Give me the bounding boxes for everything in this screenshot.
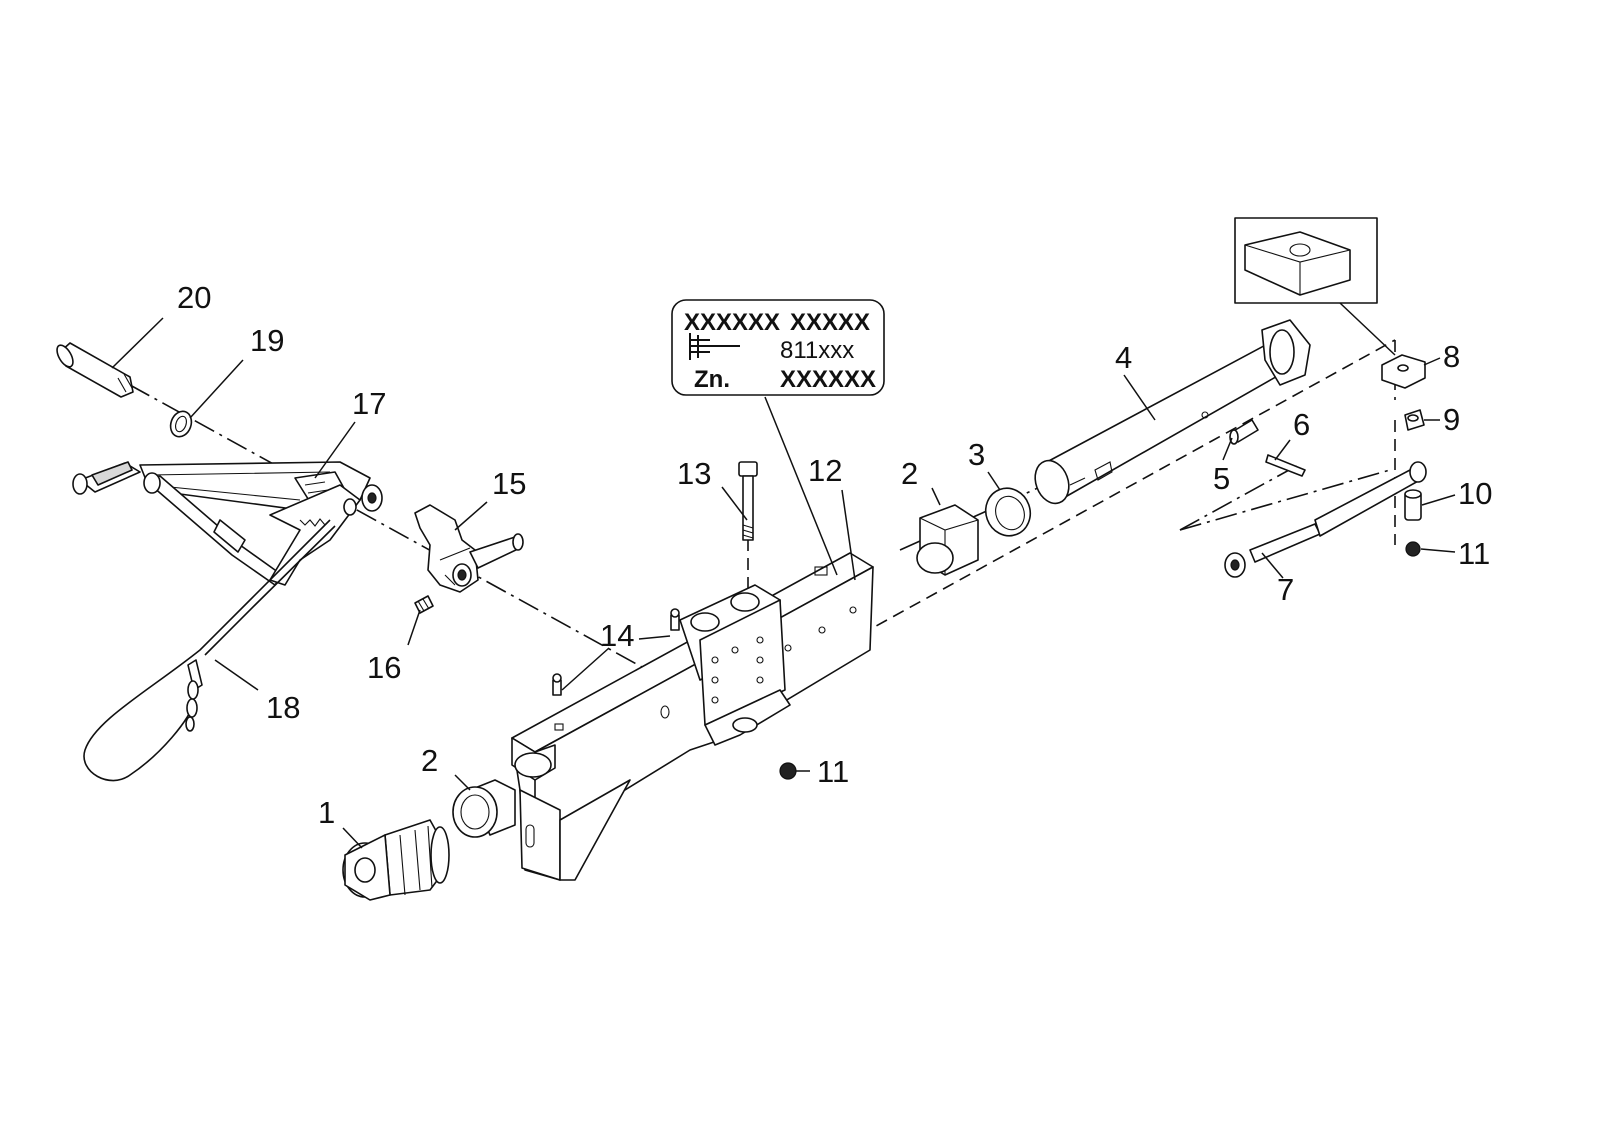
callout-2-front: 2 — [421, 743, 438, 778]
callout-17: 17 — [352, 386, 386, 421]
leader-lines — [111, 317, 1456, 849]
callout-18: 18 — [266, 690, 300, 725]
id-plate-row1-left: XXXXXX — [684, 309, 780, 336]
bushing-part-2-rear — [916, 504, 979, 576]
callout-7: 7 — [1277, 572, 1294, 607]
bolt-part-20 — [56, 342, 134, 398]
callout-2-rear: 2 — [901, 456, 918, 491]
callout-1: 1 — [318, 795, 335, 830]
cable-part-18 — [83, 519, 336, 782]
bolt-part-13 — [738, 461, 758, 541]
detail-inset — [1234, 217, 1396, 356]
callout-12: 12 — [808, 453, 842, 488]
callout-4: 4 — [1115, 340, 1132, 375]
callout-11-right: 11 — [1458, 536, 1490, 571]
callout-8: 8 — [1443, 339, 1460, 374]
nut-part-11b — [1405, 541, 1421, 557]
callout-13: 13 — [677, 456, 711, 491]
callout-14: 14 — [600, 618, 634, 653]
callout-19: 19 — [250, 323, 284, 358]
hitch-symbol-icon — [689, 333, 740, 360]
ring-part-3 — [984, 487, 1032, 537]
pin-part-6 — [1265, 454, 1306, 477]
callout-16: 16 — [367, 650, 401, 685]
callout-20: 20 — [177, 280, 211, 315]
id-plate-row3-right: XXXXXX — [780, 366, 876, 393]
id-plate-row3-left: Zn. — [694, 366, 730, 393]
callout-15: 15 — [492, 466, 526, 501]
callout-9: 9 — [1443, 402, 1460, 437]
callout-6: 6 — [1293, 407, 1310, 442]
callout-5: 5 — [1213, 461, 1230, 496]
lever-part-17 — [72, 461, 383, 586]
callout-11-drawbar: 11 — [817, 754, 849, 789]
washer-part-19 — [169, 410, 193, 438]
fitting-part-16 — [414, 595, 434, 614]
callout-numbers: 20 19 17 15 16 18 14 13 12 11 2 1 2 3 4 … — [177, 280, 1492, 830]
id-plate-row2-right: 811xxx — [780, 337, 854, 364]
nut-part-9 — [1404, 409, 1425, 431]
callout-3: 3 — [968, 437, 985, 472]
bushing-part-2-front — [452, 779, 516, 838]
drawbar-part-12 — [511, 552, 874, 881]
gas-spring-part-7 — [1224, 461, 1427, 578]
tube-part-4 — [1034, 319, 1311, 505]
callout-10: 10 — [1458, 476, 1492, 511]
pin-part-5 — [1229, 419, 1259, 445]
sleeve-part-10 — [1404, 489, 1422, 521]
clamp-plate-part-8 — [1381, 354, 1426, 389]
id-plate-row1-right: XXXXX — [790, 309, 870, 336]
id-plate: XXXXXX XXXXX 811xxx Zn. XXXXXX — [671, 299, 885, 576]
grease-nipples-part-14 — [552, 608, 680, 696]
latch-part-15 — [414, 504, 524, 593]
coupling-part-1 — [342, 819, 450, 901]
nut-part-11a — [779, 762, 797, 780]
